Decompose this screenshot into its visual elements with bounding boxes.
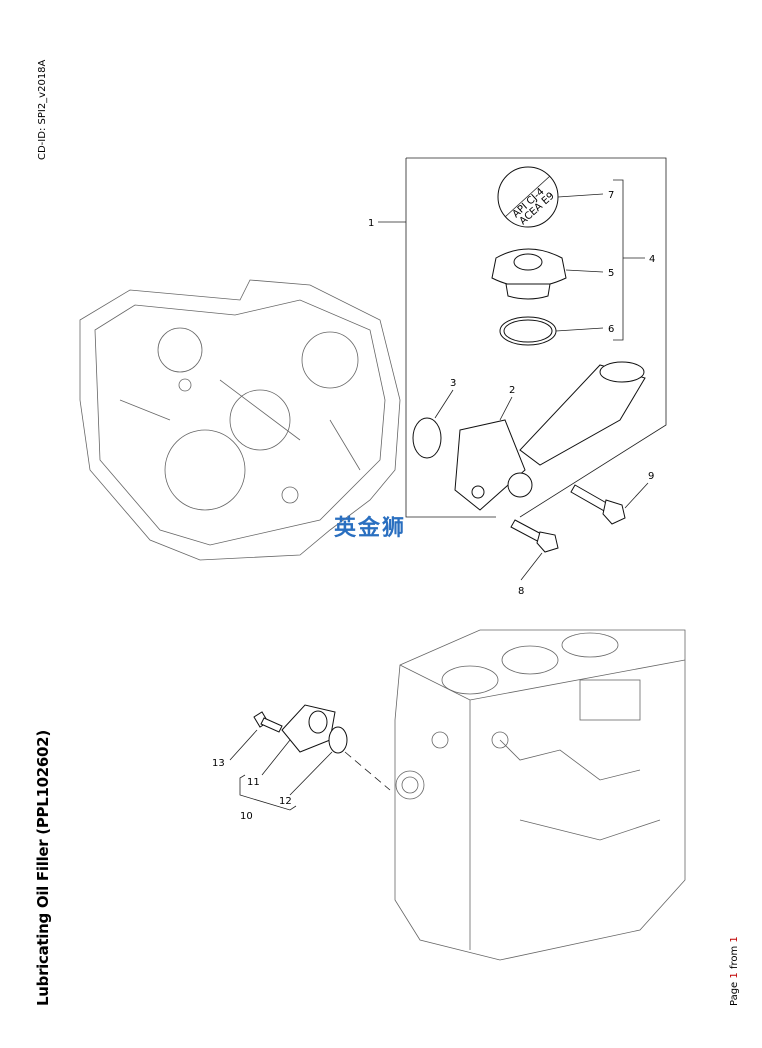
watermark: 英金狮 bbox=[334, 516, 407, 541]
bolt-9 bbox=[570, 484, 626, 525]
cap-label-divider bbox=[504, 175, 551, 218]
group-bracket-1 bbox=[405, 157, 667, 518]
filler-tube bbox=[454, 361, 646, 511]
callout-13: 13 bbox=[212, 758, 225, 769]
bolt-13 bbox=[253, 711, 283, 733]
callout-5: 5 bbox=[608, 268, 614, 279]
callout-7: 7 bbox=[608, 190, 614, 201]
engine-block-drawing bbox=[394, 629, 686, 961]
snap-ring-3 bbox=[412, 417, 442, 459]
timing-cover-drawing bbox=[79, 279, 401, 561]
filler-cap bbox=[491, 248, 567, 300]
leader-line-3 bbox=[434, 389, 454, 419]
o-ring-6 bbox=[499, 316, 557, 346]
callout-4: 4 bbox=[649, 254, 655, 265]
leader-line-5 bbox=[565, 269, 604, 273]
callout-8: 8 bbox=[518, 586, 524, 597]
group-bracket-4 bbox=[613, 179, 645, 341]
leader-line-9 bbox=[624, 482, 649, 509]
leader-line-8 bbox=[520, 552, 543, 581]
callout-12: 12 bbox=[279, 796, 292, 807]
callout-10: 10 bbox=[240, 811, 253, 822]
cover-plate-11 bbox=[281, 704, 336, 753]
leader-line-6 bbox=[555, 327, 604, 332]
callout-3: 3 bbox=[450, 378, 456, 389]
callout-6: 6 bbox=[608, 324, 614, 335]
o-ring-12 bbox=[328, 726, 348, 754]
callout-2: 2 bbox=[509, 385, 515, 396]
leader-line-11 bbox=[261, 739, 291, 776]
leader-line-13 bbox=[229, 729, 258, 761]
leader-line-12 bbox=[289, 751, 333, 796]
bolt-8 bbox=[510, 519, 559, 553]
group-bracket-10 bbox=[239, 774, 297, 811]
leader-line-2 bbox=[499, 396, 513, 421]
callout-1: 1 bbox=[368, 218, 374, 229]
callout-11: 11 bbox=[247, 777, 260, 788]
callout-9: 9 bbox=[648, 471, 654, 482]
leader-line-7 bbox=[557, 193, 604, 198]
assembly-dashed-line bbox=[344, 751, 391, 791]
